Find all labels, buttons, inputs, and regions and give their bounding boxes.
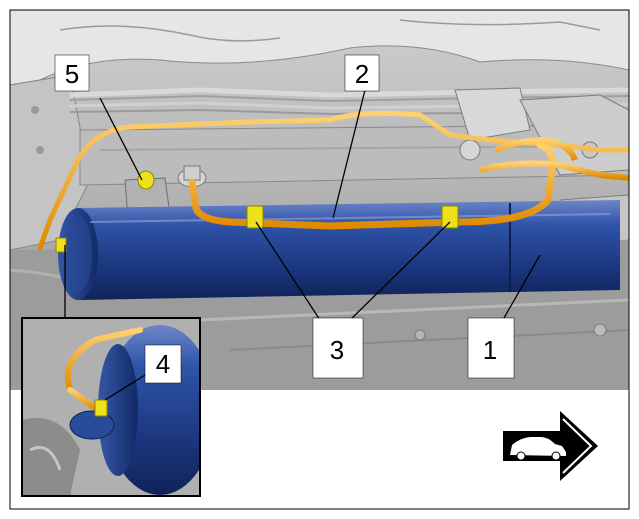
inset-detail	[21, 317, 201, 497]
callout-4-label: 4	[156, 349, 170, 379]
orange-pipe-line	[37, 110, 629, 251]
callout-1-label: 1	[483, 335, 497, 365]
callout-4: 4	[144, 344, 182, 384]
callout-3: 3	[312, 317, 364, 379]
callout-3-label: 3	[330, 335, 344, 365]
clip-right	[441, 205, 459, 229]
pipe-clip-group	[55, 170, 459, 253]
callout-5-label: 5	[65, 59, 79, 89]
forward-direction-car-arrow-icon	[503, 411, 598, 481]
bracket-bolt	[137, 170, 155, 190]
callout-2-label: 2	[355, 59, 369, 89]
clip-left	[246, 205, 264, 229]
end-connector	[55, 237, 67, 253]
fuel-tank-cylinder	[58, 200, 620, 300]
callout-1: 1	[467, 317, 515, 379]
callout-2: 2	[344, 54, 380, 92]
callout-5: 5	[54, 54, 90, 92]
figure-frame	[9, 9, 630, 510]
leader-lines	[64, 77, 541, 326]
